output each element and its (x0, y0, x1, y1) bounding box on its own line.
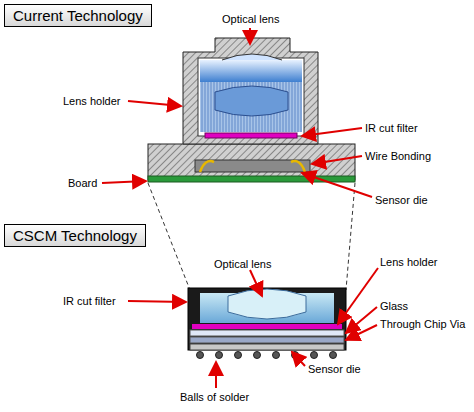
part-label: Glass (380, 300, 408, 312)
part-label: Board (68, 177, 97, 189)
part-label: Sensor die (308, 363, 361, 375)
heading-box: CSCM Technology (4, 224, 146, 247)
part-label: Lens holder (380, 256, 438, 268)
heading-box: Current Technology (4, 4, 152, 27)
heading-text: Current Technology (13, 7, 143, 24)
part-label: Optical lens (222, 13, 279, 25)
part-label: Through Chip Via (380, 318, 465, 330)
part-label: IR cut filter (63, 295, 116, 307)
part-label: Lens holder (63, 95, 121, 107)
part-label: Wire Bonding (365, 150, 431, 162)
part-label: Balls of solder (180, 391, 249, 403)
heading-text: CSCM Technology (13, 227, 137, 244)
part-label: Optical lens (214, 258, 271, 270)
part-label: Sensor die (375, 194, 428, 206)
part-label: IR cut filter (365, 122, 418, 134)
